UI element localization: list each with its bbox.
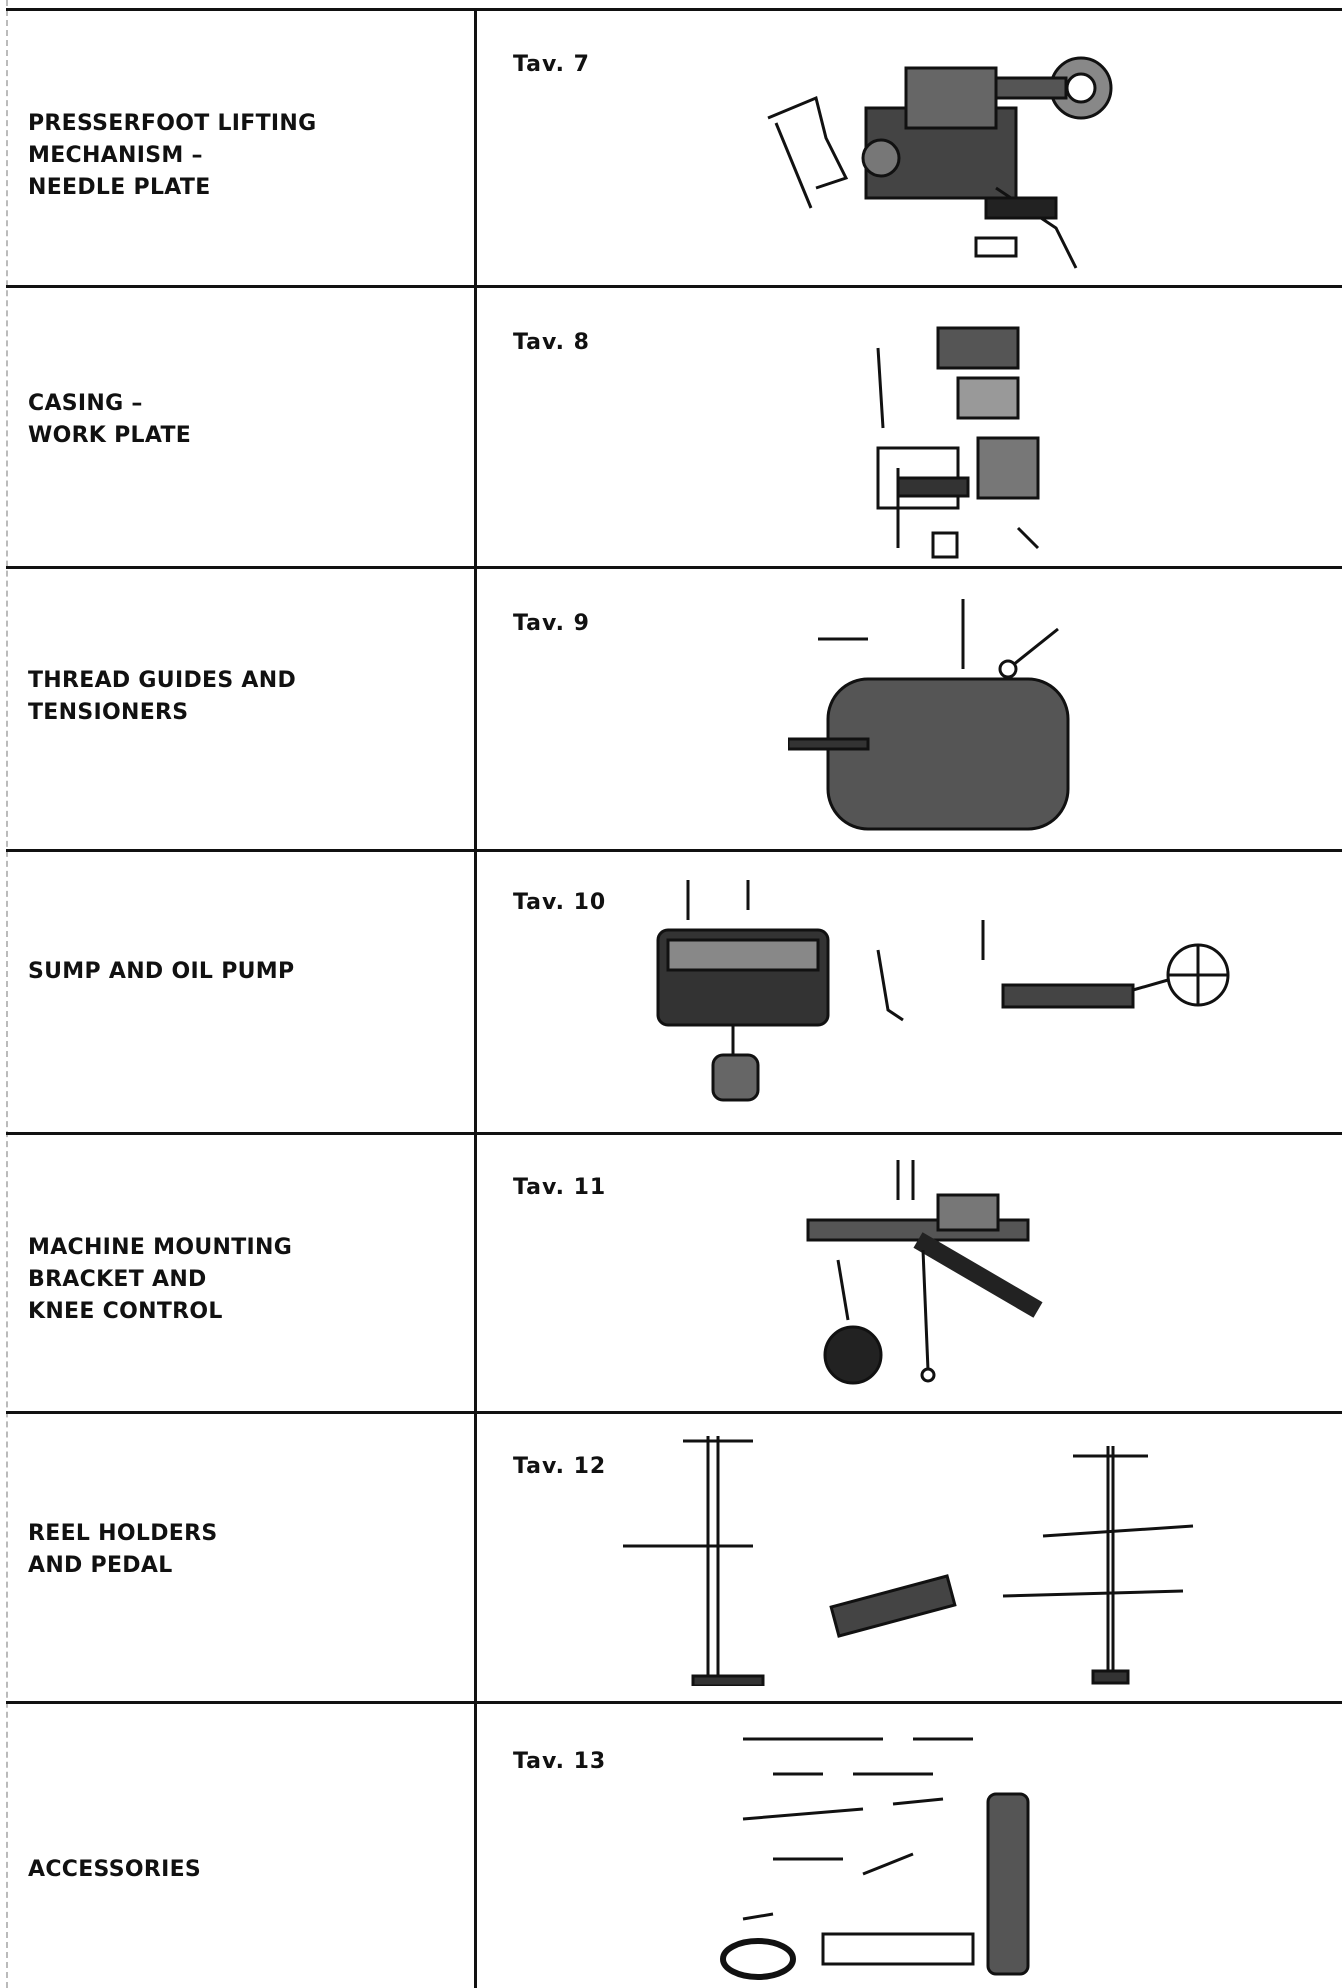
plate-number: Tav. 8: [513, 330, 590, 355]
section-label-line: NEEDLE PLATE: [28, 175, 211, 200]
casing-work-plate-illustration: [838, 298, 1088, 568]
catalog-row-tav-10: SUMP AND OIL PUMP Tav. 10: [8, 852, 1342, 1132]
section-label: REEL HOLDERS AND PEDAL: [28, 1518, 448, 1582]
page-left-edge: [6, 0, 8, 1988]
plate-number: Tav. 13: [513, 1749, 607, 1774]
sump-oil-pump-illustration: [638, 880, 1258, 1110]
section-label-line: ACCESSORIES: [28, 1857, 202, 1882]
plate-number: Tav. 7: [513, 52, 590, 77]
section-label: MACHINE MOUNTING BRACKET AND KNEE CONTRO…: [28, 1232, 448, 1328]
reel-holders-pedal-illustration: [623, 1436, 1213, 1686]
section-label-line: REEL HOLDERS: [28, 1521, 218, 1546]
section-label-line: BRACKET AND: [28, 1267, 207, 1292]
row-divider: [6, 1701, 1342, 1704]
catalog-row-tav-13: ACCESSORIES Tav. 13: [8, 1704, 1342, 1988]
section-label-line: AND PEDAL: [28, 1553, 173, 1578]
section-label: CASING – WORK PLATE: [28, 388, 448, 452]
section-label-line: TENSIONERS: [28, 700, 189, 725]
section-label-line: KNEE CONTROL: [28, 1299, 223, 1324]
catalog-row-tav-11: MACHINE MOUNTING BRACKET AND KNEE CONTRO…: [8, 1135, 1342, 1411]
section-label: SUMP AND OIL PUMP: [28, 956, 448, 988]
row-divider: [6, 849, 1342, 852]
row-divider: [6, 566, 1342, 569]
row-divider: [6, 1411, 1342, 1414]
section-label: THREAD GUIDES AND TENSIONERS: [28, 665, 448, 729]
row-divider: [6, 285, 1342, 288]
row-divider: [6, 1132, 1342, 1135]
section-label: PRESSERFOOT LIFTING MECHANISM – NEEDLE P…: [28, 108, 448, 204]
catalog-row-tav-12: REEL HOLDERS AND PEDAL Tav. 12: [8, 1414, 1342, 1701]
catalog-row-tav-8: CASING – WORK PLATE Tav. 8: [8, 288, 1342, 566]
row-divider: [6, 8, 1342, 11]
plate-number: Tav. 11: [513, 1175, 607, 1200]
plate-number: Tav. 12: [513, 1454, 607, 1479]
mounting-bracket-illustration: [788, 1160, 1048, 1400]
section-label-line: WORK PLATE: [28, 423, 192, 448]
section-label-line: PRESSERFOOT LIFTING: [28, 111, 317, 136]
plate-number: Tav. 10: [513, 890, 607, 915]
section-label: ACCESSORIES: [28, 1854, 448, 1886]
section-label-line: MECHANISM –: [28, 143, 203, 168]
section-label-line: THREAD GUIDES AND: [28, 668, 297, 693]
presserfoot-mechanism-illustration: [756, 28, 1126, 273]
accessories-illustration: [713, 1724, 1043, 1986]
section-label-line: MACHINE MOUNTING: [28, 1235, 293, 1260]
plate-number: Tav. 9: [513, 611, 590, 636]
catalog-row-tav-9: THREAD GUIDES AND TENSIONERS Tav. 9: [8, 569, 1342, 849]
column-divider: [474, 10, 477, 1988]
thread-guides-illustration: [788, 589, 1118, 844]
section-label-line: CASING –: [28, 391, 143, 416]
catalog-row-tav-7: PRESSERFOOT LIFTING MECHANISM – NEEDLE P…: [8, 10, 1342, 285]
section-label-line: SUMP AND OIL PUMP: [28, 959, 295, 984]
